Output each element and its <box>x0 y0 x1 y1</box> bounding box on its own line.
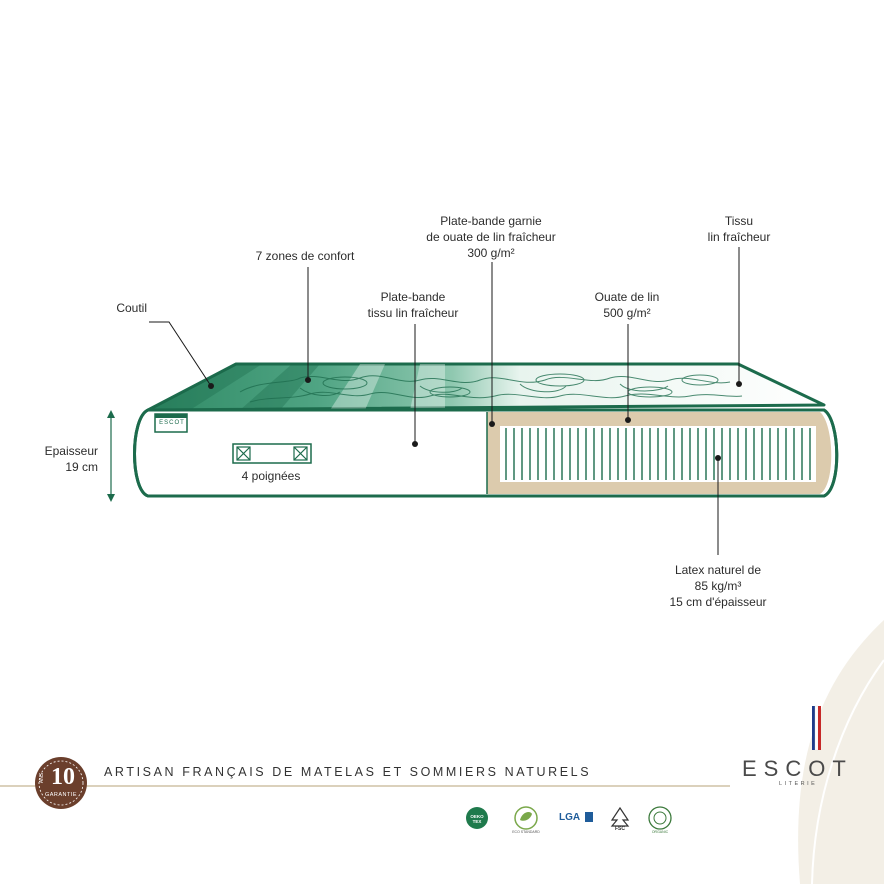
cert-fsc-label: FSC <box>615 826 625 832</box>
label-poignees: 4 poignées <box>241 469 301 483</box>
cert-organic-label: ORGANIC <box>651 830 669 834</box>
quilting-pattern <box>239 373 743 403</box>
leaf-decoration <box>798 620 884 884</box>
certification-fsc <box>610 806 630 827</box>
cert-lga-label: LGA <box>559 812 581 823</box>
label-ouate: Ouate de lin 500 g/m² <box>594 290 660 320</box>
label-tissu: Tissu lin fraîcheur <box>707 214 771 244</box>
brand-subtitle: LITERIE <box>779 781 818 787</box>
warranty-years: 10 <box>51 764 75 790</box>
warranty-text: GARANTIE <box>44 792 78 798</box>
flag-icon <box>812 705 821 751</box>
latex-cutaway <box>486 412 832 494</box>
certification-eco-standard <box>514 806 538 830</box>
leader-lines <box>149 247 740 555</box>
label-zones: 7 zones de confort <box>255 249 355 263</box>
cert-oeko-label: OEKO TEX <box>470 814 484 824</box>
handle-icon <box>232 443 312 464</box>
leader-dots <box>208 377 742 461</box>
certification-lga <box>559 812 593 824</box>
label-plate-bande-garnie: Plate-bande garnie de ouate de lin fraîc… <box>426 214 556 260</box>
certification-oeko-tex <box>466 807 488 829</box>
warranty-unit: ANS <box>39 772 46 784</box>
tag-logo-text: ESCOT <box>159 420 185 426</box>
brand-logo: ESCOT <box>742 756 853 781</box>
cert-eco-label: ECO STANDARD <box>512 830 540 834</box>
warranty-seal <box>35 757 87 809</box>
label-latex: Latex naturel de 85 kg/m³ 15 cm d'épaiss… <box>669 563 767 609</box>
thickness-arrow <box>107 410 115 502</box>
label-epaisseur: Epaisseur 19 cm <box>44 444 98 474</box>
certification-organic <box>648 806 672 830</box>
tagline: ARTISAN FRANÇAIS DE MATELAS ET SOMMIERS … <box>104 765 592 779</box>
latex-core <box>505 428 811 480</box>
label-plate-bande-tissu: Plate-bande tissu lin fraîcheur <box>367 290 459 320</box>
label-coutil: Coutil <box>116 301 147 315</box>
